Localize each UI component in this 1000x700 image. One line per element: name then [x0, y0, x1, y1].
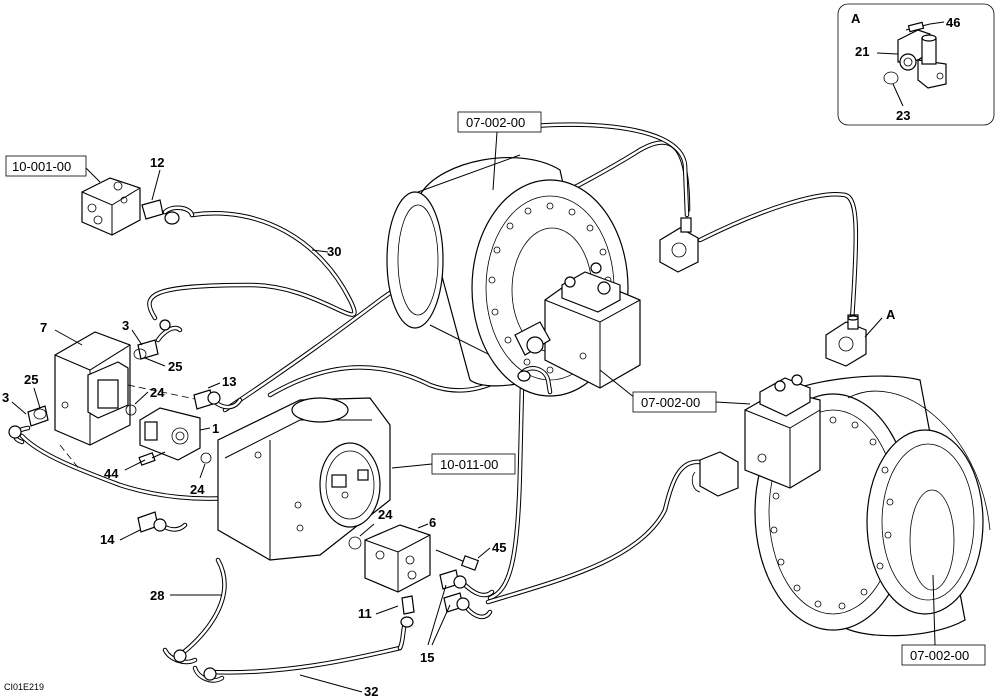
valve-block-10-001 [81, 177, 141, 236]
hose-32-end [192, 665, 225, 683]
part-24-upper: 24 [150, 385, 165, 400]
part-1: 1 [212, 421, 219, 436]
ref-motor-top: 07-002-00 [466, 115, 525, 130]
ref-box-motor-right [901, 644, 986, 666]
block-6 [364, 524, 431, 593]
bolt-44 [138, 451, 166, 466]
part-11: 11 [358, 606, 372, 621]
ref-box-motor-top [457, 111, 542, 133]
oring-24-mid [200, 452, 212, 464]
travel-motor-right [691, 314, 991, 637]
hose-28-end [162, 647, 198, 665]
part-14: 14 [100, 532, 115, 547]
part-3-lower: 3 [2, 390, 9, 405]
part-12: 12 [150, 155, 164, 170]
part-44: 44 [104, 466, 119, 481]
manifold-block-7 [54, 331, 131, 446]
detail-part-23: 23 [896, 108, 910, 123]
fitting-12 [141, 199, 195, 225]
travel-motor-top [386, 154, 699, 397]
part-25-lower: 25 [24, 372, 38, 387]
drawing-code: CI01E219 [4, 682, 44, 692]
bolt-45 [435, 549, 480, 571]
part-25-upper: 25 [168, 359, 182, 374]
part-45: 45 [492, 540, 506, 555]
oring-24-lower [348, 536, 362, 550]
ref-box-pump [431, 453, 516, 475]
fittings-15 [439, 569, 495, 620]
part-24-mid: 24 [190, 482, 205, 497]
part-15: 15 [420, 650, 434, 665]
part-32: 32 [364, 684, 378, 699]
ref-motor-right: 07-002-00 [910, 648, 969, 663]
detail-a-inset: A 46 21 23 [837, 3, 995, 126]
part-28: 28 [150, 588, 164, 603]
part-30: 30 [327, 244, 341, 259]
detail-part-21: 21 [855, 44, 869, 59]
fitting-14 [137, 511, 188, 533]
detail-a-label: A [851, 11, 861, 26]
fitting-11 [397, 595, 415, 651]
part-7: 7 [40, 320, 47, 335]
ref-valve-block: 10-001-00 [12, 159, 71, 174]
callout-a: A [886, 307, 896, 322]
fitting-13 [193, 389, 243, 410]
ref-pump: 10-011-00 [440, 457, 498, 472]
pump-10-011 [217, 397, 391, 561]
ref-box-valve-block [5, 155, 87, 177]
detail-part-46: 46 [946, 15, 960, 30]
part-13: 13 [222, 374, 236, 389]
oring-24-upper [125, 404, 137, 416]
part-3-upper: 3 [122, 318, 129, 333]
fitting-3-lower [8, 405, 49, 445]
flange-1 [139, 407, 201, 461]
ref-motor-mid: 07-002-00 [641, 395, 700, 410]
part-6: 6 [429, 515, 436, 530]
fitting-3-upper [133, 319, 183, 360]
part-24-lower: 24 [378, 507, 393, 522]
